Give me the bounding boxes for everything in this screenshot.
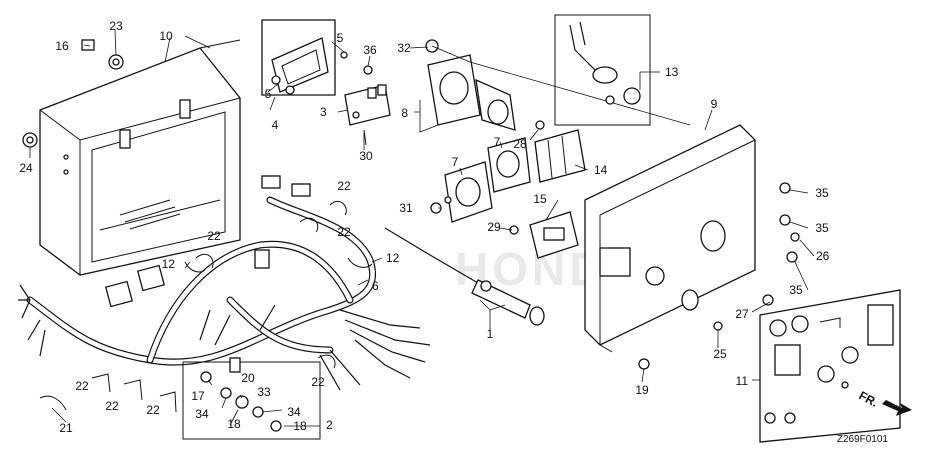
callout-32: 32 bbox=[397, 41, 411, 55]
callout-16: 16 bbox=[55, 39, 69, 53]
circuit-breaker bbox=[344, 84, 391, 126]
clamp-22e bbox=[91, 373, 111, 393]
screw-28 bbox=[535, 120, 545, 130]
callout-35a: 35 bbox=[815, 186, 829, 200]
wire-harness-6 bbox=[18, 175, 431, 391]
terminal-33 bbox=[235, 395, 249, 409]
outlet-7a bbox=[444, 161, 493, 223]
bolt-35c bbox=[786, 251, 798, 263]
callout-35c: 35 bbox=[789, 283, 803, 297]
callout-22a: 22 bbox=[337, 179, 351, 193]
bolt-26 bbox=[790, 232, 800, 242]
terminal-14 bbox=[534, 129, 586, 183]
callout-17: 17 bbox=[191, 389, 205, 403]
callout-20: 20 bbox=[241, 371, 255, 385]
receptacle-plate bbox=[425, 39, 516, 131]
clamp-22f bbox=[123, 379, 143, 401]
callout-7b: 7 bbox=[494, 135, 501, 149]
clamp-22b bbox=[299, 217, 319, 233]
bolt-19 bbox=[638, 358, 650, 370]
callout-15: 15 bbox=[533, 192, 547, 206]
callout-5a: 5 bbox=[337, 31, 344, 45]
bolt-35b bbox=[779, 214, 791, 226]
callout-8: 8 bbox=[401, 106, 408, 120]
callout-1: 1 bbox=[487, 327, 494, 341]
callout-6: 6 bbox=[372, 279, 379, 293]
screw-31 bbox=[430, 202, 442, 214]
label-plate bbox=[81, 39, 95, 51]
callout-12b: 12 bbox=[386, 251, 400, 265]
callout-26: 26 bbox=[816, 249, 830, 263]
terminal-20 bbox=[229, 357, 241, 373]
clamp-22d bbox=[317, 354, 336, 369]
callouts: 1 2 3 4 5 5 6 7 7 8 9 10 11 12 12 13 14 … bbox=[19, 19, 829, 435]
clamp-22c bbox=[195, 253, 214, 269]
control-box bbox=[39, 39, 241, 276]
callout-22g: 22 bbox=[146, 403, 160, 417]
callout-18a: 18 bbox=[227, 417, 241, 431]
diagram-code: Z269F0101 bbox=[837, 434, 889, 445]
callout-13: 13 bbox=[665, 65, 679, 79]
hour-meter-15 bbox=[529, 211, 579, 259]
nut-18 bbox=[270, 420, 282, 432]
washer-34a bbox=[220, 387, 232, 399]
harness-13 bbox=[554, 14, 651, 126]
callout-19: 19 bbox=[635, 383, 649, 397]
callout-10: 10 bbox=[159, 29, 173, 43]
callout-22f: 22 bbox=[105, 399, 119, 413]
callout-34b: 34 bbox=[287, 405, 301, 419]
callout-14: 14 bbox=[594, 163, 608, 177]
screw-30 bbox=[363, 129, 367, 146]
hardware-box-2 bbox=[182, 361, 321, 440]
callout-7a: 7 bbox=[452, 155, 459, 169]
callout-29: 29 bbox=[487, 220, 501, 234]
callout-5b: 5 bbox=[265, 87, 272, 101]
callout-31: 31 bbox=[399, 201, 413, 215]
washer-34b bbox=[252, 406, 264, 418]
bolt-27 bbox=[762, 294, 774, 306]
clamp-21 bbox=[39, 395, 67, 411]
clamp-22a bbox=[329, 200, 347, 216]
clamp-12a bbox=[184, 261, 206, 273]
outlet-7b bbox=[487, 137, 531, 193]
front-panel-11 bbox=[759, 289, 901, 443]
front-arrow-icon bbox=[882, 400, 912, 416]
callout-27: 27 bbox=[735, 307, 749, 321]
callout-22d: 22 bbox=[311, 375, 325, 389]
callout-24: 24 bbox=[19, 161, 33, 175]
callout-21: 21 bbox=[59, 421, 73, 435]
clamp-22g bbox=[159, 391, 177, 413]
callout-33: 33 bbox=[257, 385, 271, 399]
callout-12a: 12 bbox=[162, 257, 176, 271]
callout-4: 4 bbox=[272, 118, 279, 132]
bolt-35a bbox=[779, 182, 791, 194]
screw-36 bbox=[363, 65, 373, 75]
clamp-12b bbox=[347, 257, 373, 268]
breaker-cover-assy bbox=[261, 19, 348, 96]
callout-34a: 34 bbox=[195, 407, 209, 421]
callout-22c: 22 bbox=[207, 229, 221, 243]
callout-23: 23 bbox=[109, 19, 123, 33]
callout-11: 11 bbox=[736, 374, 749, 388]
leader-lines bbox=[29, 29, 815, 427]
callout-30: 30 bbox=[359, 149, 373, 163]
callout-2: 2 bbox=[326, 418, 333, 432]
callout-36: 36 bbox=[363, 43, 377, 57]
callout-22e: 22 bbox=[75, 379, 89, 393]
control-panel-9 bbox=[584, 124, 756, 353]
choke-cable-1 bbox=[384, 227, 545, 326]
callout-35b: 35 bbox=[815, 221, 829, 235]
callout-28: 28 bbox=[513, 137, 527, 151]
callout-25: 25 bbox=[713, 347, 727, 361]
callout-22b: 22 bbox=[337, 225, 351, 239]
callout-9: 9 bbox=[711, 97, 718, 111]
callout-18b: 18 bbox=[293, 419, 307, 433]
bolt-17 bbox=[200, 371, 212, 383]
bolt-25 bbox=[713, 321, 723, 331]
callout-3: 3 bbox=[320, 105, 327, 119]
